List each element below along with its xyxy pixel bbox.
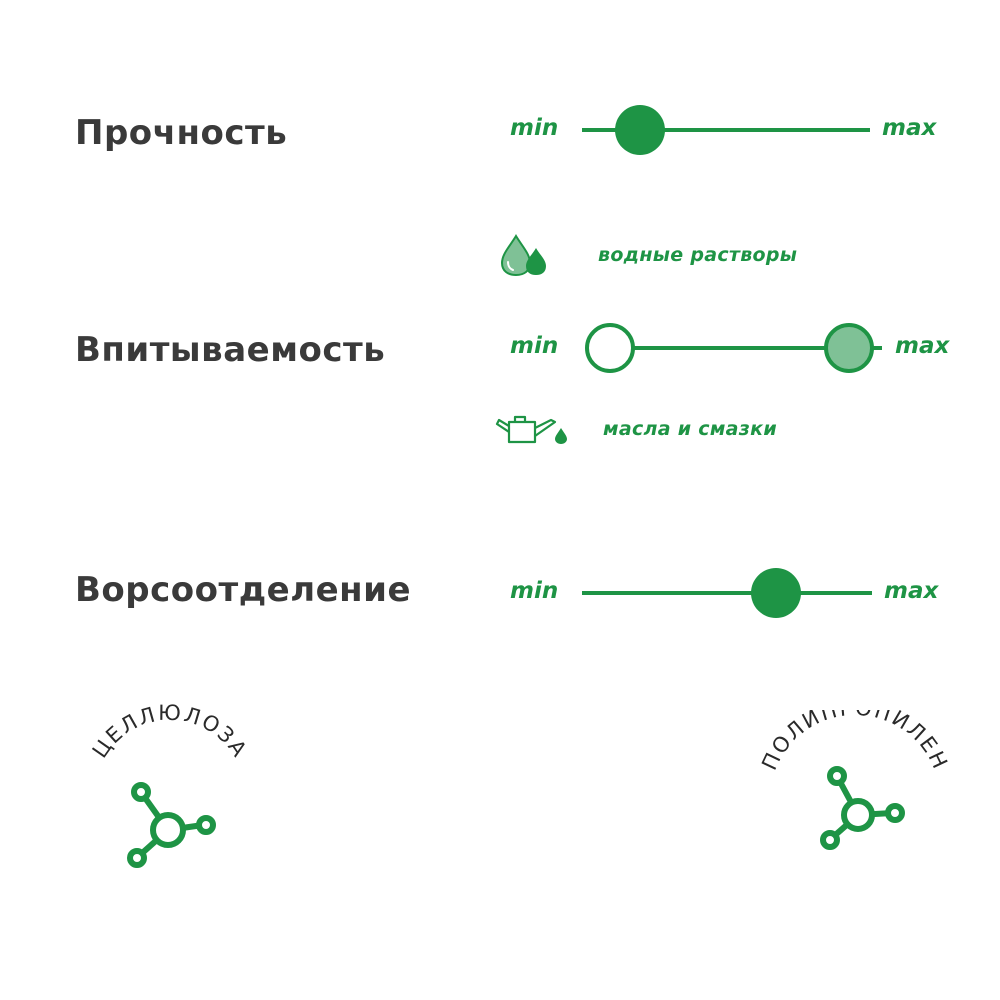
linting-label: Ворсоотделение (75, 570, 412, 610)
absorbency-min-label: min (510, 333, 559, 359)
strength-max-label: max (882, 115, 937, 141)
oil-can-icon (495, 415, 567, 444)
molecule-icon (127, 782, 216, 868)
water-solutions-label: водные растворы (598, 244, 798, 266)
cellulose-label: ЦЕЛЛЮЛОЗА (88, 701, 253, 762)
linting-max-label: max (884, 578, 939, 604)
strength-track (582, 128, 870, 132)
polypropylene-badge: ПОЛИПРОПИЛЕН (757, 710, 953, 850)
strength-knob (614, 105, 665, 155)
strength-label: Прочность (75, 113, 288, 153)
oils-lubricants-label: масла и смазки (603, 418, 777, 440)
polypropylene-label: ПОЛИПРОПИЛЕН (757, 710, 953, 774)
linting-min-label: min (510, 578, 559, 604)
linting-knob (751, 568, 802, 618)
water-drops-icon (500, 234, 546, 277)
absorbency-label: Впитываемость (75, 330, 386, 370)
cellulose-badge: ЦЕЛЛЮЛОЗА (88, 701, 253, 868)
molecule-icon (820, 766, 905, 850)
oil-absorbency-knob (585, 323, 635, 373)
water-absorbency-knob (824, 323, 875, 373)
strength-min-label: min (510, 115, 559, 141)
absorbency-track (610, 346, 882, 350)
linting-track (582, 591, 872, 595)
absorbency-max-label: max (895, 333, 950, 359)
